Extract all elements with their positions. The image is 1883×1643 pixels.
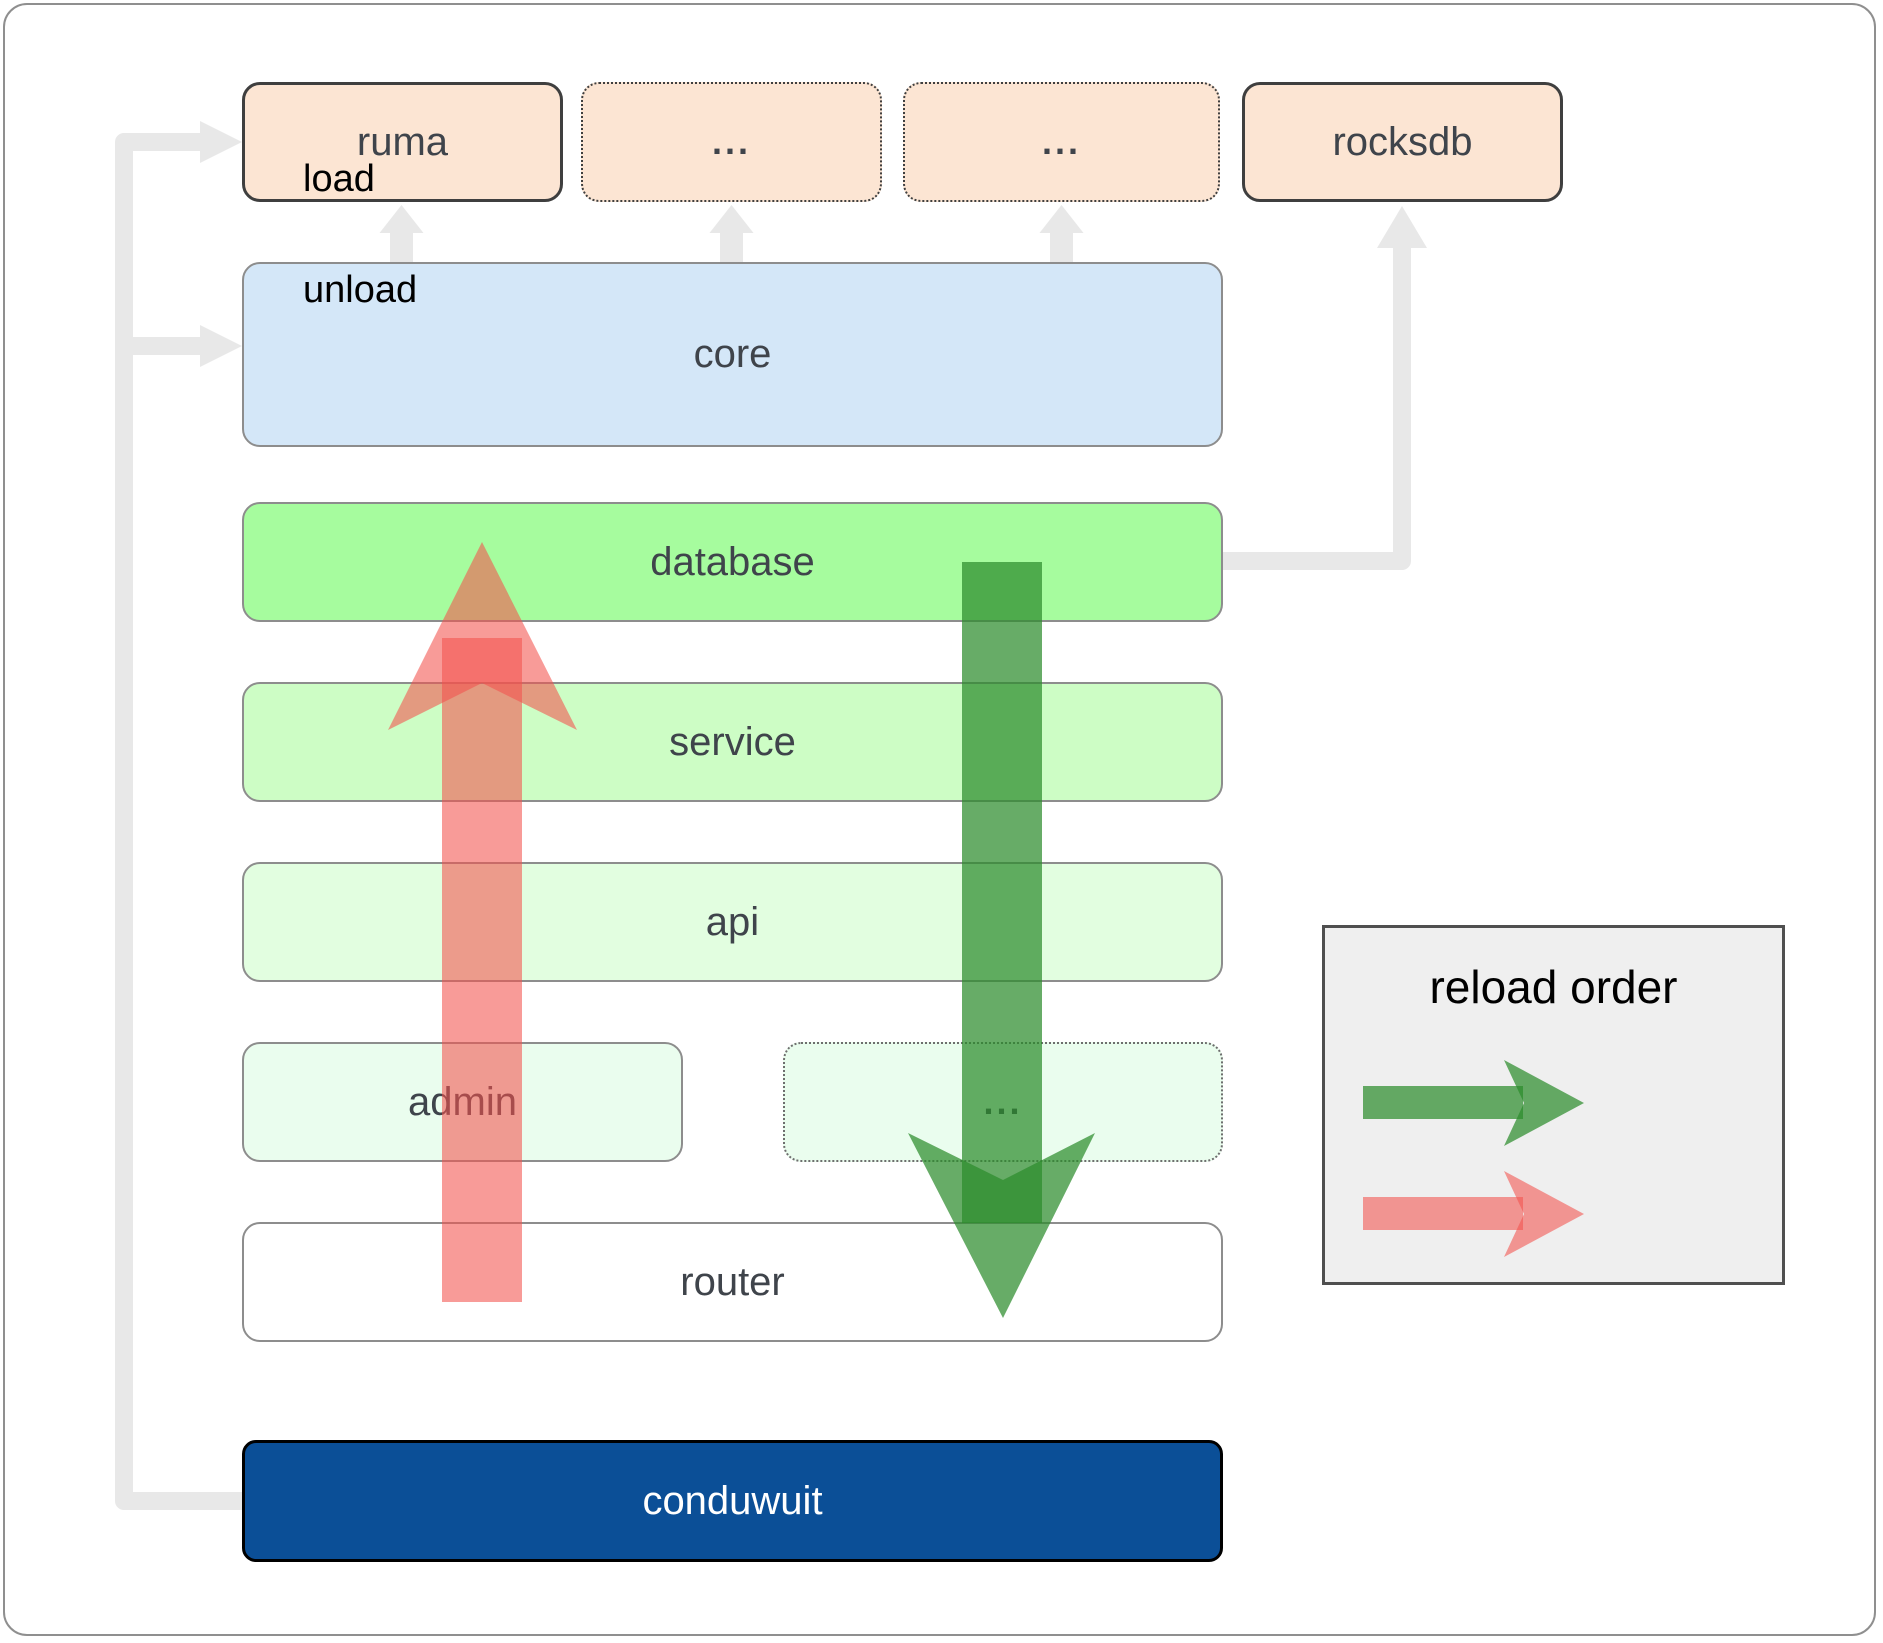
legend-load-label: load	[303, 158, 375, 200]
node-admin-label: admin	[408, 1079, 517, 1124]
legend-unload-label: unload	[303, 269, 418, 311]
node-dependency-ellipsis-1: ...	[581, 82, 882, 202]
node-core-label: core	[693, 332, 772, 376]
node-conduwuit-label: conduwuit	[642, 1478, 823, 1523]
node-service-label: service	[669, 719, 796, 764]
node-api: api	[242, 862, 1223, 982]
node-service: service	[242, 682, 1223, 802]
legend-title: reload order	[1429, 961, 1678, 1013]
node-ruma: ruma	[242, 82, 563, 202]
node-core: core	[242, 262, 1223, 447]
node-router-label: router	[680, 1259, 785, 1304]
node-modules-ellipsis: ...	[783, 1042, 1223, 1162]
node-database-label: database	[650, 539, 815, 584]
node-database: database	[242, 502, 1223, 622]
node-modules-ellipsis-label: ...	[983, 1081, 1023, 1122]
node-router: router	[242, 1222, 1223, 1342]
node-rocksdb-label: rocksdb	[1332, 119, 1473, 164]
page-border	[3, 3, 1876, 1636]
node-dependency-ellipsis-2: ...	[903, 82, 1220, 202]
node-rocksdb: rocksdb	[1242, 82, 1563, 202]
node-dependency-ellipsis-1-label: ...	[711, 121, 751, 162]
legend-reload-order: reload order	[1322, 925, 1785, 1285]
node-ruma-label: ruma	[356, 119, 449, 164]
node-conduwuit: conduwuit	[242, 1440, 1223, 1562]
node-dependency-ellipsis-2-label: ...	[1041, 121, 1081, 162]
node-admin: admin	[242, 1042, 683, 1162]
node-api-label: api	[705, 899, 760, 944]
